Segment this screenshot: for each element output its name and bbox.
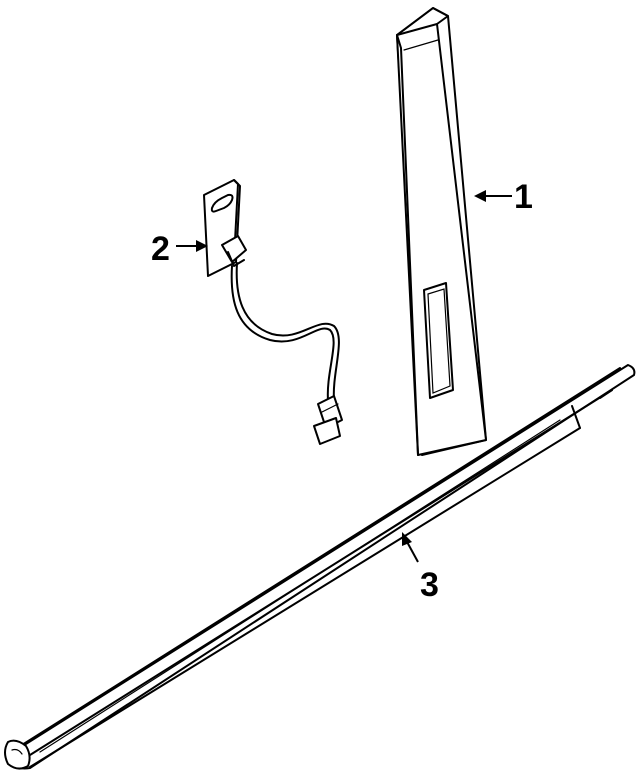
callout-1: 1: [474, 178, 533, 216]
belt-weatherstrip[interactable]: [4, 364, 636, 770]
harness-bracket[interactable]: [203, 179, 343, 445]
callout-3: 3: [402, 532, 439, 604]
pillar-applique[interactable]: [396, 7, 487, 456]
callout-3-label: 3: [420, 566, 439, 604]
callout-1-label: 1: [514, 178, 533, 216]
callout-2: 2: [151, 230, 208, 268]
callout-2-label: 2: [151, 230, 170, 268]
